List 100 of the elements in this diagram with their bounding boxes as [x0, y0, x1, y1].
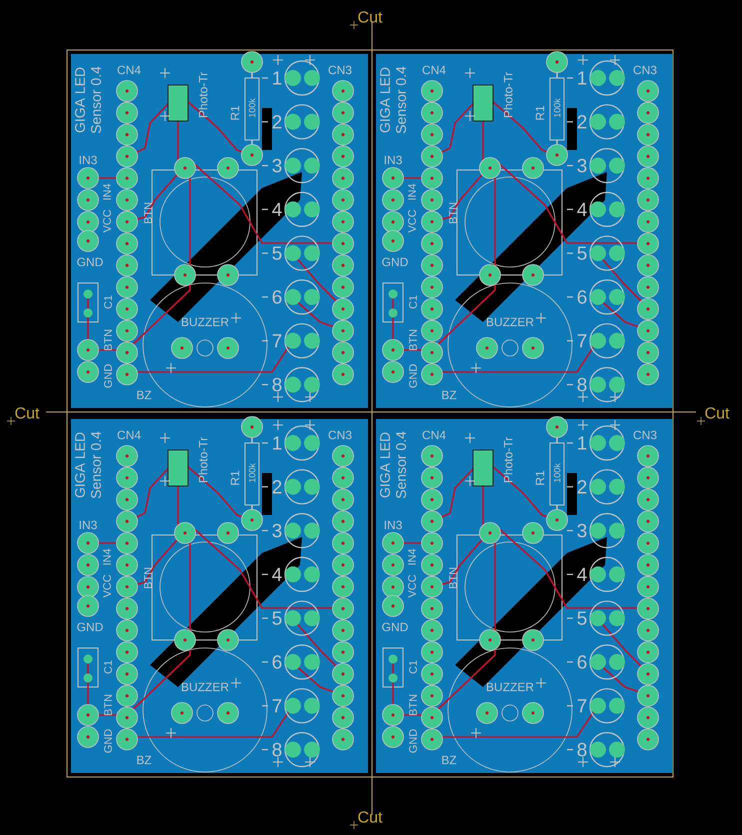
- pin-label: BTN: [144, 202, 152, 224]
- component-label: BUZZER: [487, 682, 534, 692]
- led-number: 1: [273, 436, 282, 450]
- pin-label: IN4: [408, 548, 416, 565]
- pin-label: IN3: [80, 520, 97, 530]
- led-number: 1: [578, 71, 586, 85]
- component-label: C1: [409, 296, 417, 308]
- connector-label: CN3: [328, 66, 352, 74]
- led-number: 7: [272, 699, 282, 712]
- led-number: 7: [578, 334, 586, 348]
- pin-label: BTN: [104, 694, 112, 716]
- component-label: Photo-Tr: [198, 72, 208, 118]
- cut-label: Cut: [358, 811, 382, 823]
- led-number: 3: [577, 524, 586, 538]
- component-label: Photo-Tr: [504, 72, 512, 118]
- pin-label: BTN: [409, 330, 417, 350]
- component-value: 100k: [554, 98, 560, 118]
- pin-label: IN4: [103, 548, 111, 565]
- led-number: 5: [272, 246, 282, 260]
- led-number: 1: [578, 436, 586, 450]
- led-number: 8: [272, 742, 282, 756]
- pin-label: GND: [382, 258, 408, 266]
- led-number: 1: [273, 71, 282, 85]
- led-number: 5: [272, 612, 282, 625]
- pin-label: BTN: [449, 202, 457, 224]
- led-number: 4: [577, 202, 587, 216]
- component-label: BZ: [442, 756, 456, 764]
- pin-label: IN3: [384, 156, 402, 164]
- led-number: 3: [272, 158, 282, 172]
- pin-label: GND: [409, 729, 417, 753]
- pin-label: IN4: [103, 184, 111, 200]
- component-label: R1: [230, 106, 240, 120]
- led-number: 6: [272, 290, 282, 304]
- component-label: R1: [536, 106, 544, 120]
- led-number: 2: [272, 480, 282, 494]
- board-title: GIGA LED: [75, 68, 85, 132]
- pin-label: IN4: [408, 184, 416, 200]
- led-number: 8: [272, 378, 282, 392]
- pin-label: VCC: [408, 210, 416, 233]
- pin-label: BTN: [104, 330, 112, 350]
- led-number: 2: [578, 115, 586, 128]
- cut-label: Cut: [705, 407, 730, 419]
- component-label: R1: [536, 470, 544, 485]
- component-label: C1: [409, 660, 417, 674]
- led-number: 3: [577, 158, 586, 172]
- connector-label: CN3: [634, 66, 656, 74]
- led-number: 5: [577, 246, 586, 260]
- component-label: C1: [104, 660, 112, 674]
- connector-label: CN3: [634, 430, 656, 440]
- led-number: 4: [272, 568, 282, 581]
- component-label: BUZZER: [487, 318, 534, 326]
- board-title: Sensor 0.4: [91, 66, 101, 134]
- connector-label: CN3: [328, 430, 352, 440]
- pin-label: GND: [104, 364, 112, 388]
- board-title: GIGA LED: [380, 68, 390, 132]
- led-number: 4: [272, 202, 282, 216]
- led-number: 8: [578, 742, 586, 756]
- pin-label: BTN: [144, 568, 152, 588]
- led-number: 6: [578, 655, 586, 669]
- pin-label: GND: [382, 622, 408, 632]
- board-title: Sensor 0.4: [396, 66, 406, 134]
- component-label: BUZZER: [182, 318, 228, 326]
- pin-label: IN3: [80, 156, 97, 164]
- component-label: BUZZER: [182, 682, 228, 692]
- pin-label: VCC: [103, 210, 111, 233]
- pin-label: GND: [77, 622, 103, 632]
- board-title: Sensor 0.4: [396, 432, 406, 498]
- pin-label: GND: [409, 364, 417, 388]
- component-label: BZ: [137, 390, 152, 400]
- component-label: Photo-Tr: [504, 437, 512, 482]
- board-title: Sensor 0.4: [91, 432, 101, 498]
- component-label: C1: [104, 296, 112, 308]
- pin-label: BTN: [449, 568, 457, 588]
- connector-label: CN4: [118, 66, 141, 74]
- led-number: 3: [272, 524, 282, 538]
- connector-label: CN4: [118, 430, 141, 440]
- pin-label: VCC: [103, 574, 111, 598]
- component-label: Photo-Tr: [198, 437, 208, 482]
- component-label: BZ: [442, 390, 456, 400]
- component-label: BZ: [137, 756, 152, 764]
- pin-label: VCC: [408, 574, 416, 598]
- led-number: 6: [272, 655, 282, 669]
- cut-label: Cut: [358, 11, 382, 23]
- connector-label: CN4: [422, 430, 446, 440]
- component-value: 100k: [248, 463, 256, 482]
- pin-label: GND: [104, 729, 112, 753]
- board-title: GIGA LED: [75, 432, 85, 498]
- component-value: 100k: [554, 463, 560, 482]
- led-number: 2: [578, 480, 586, 494]
- led-number: 7: [272, 334, 282, 348]
- pin-label: GND: [77, 258, 103, 266]
- pin-label: BTN: [409, 694, 417, 716]
- led-number: 7: [578, 699, 586, 712]
- connector-label: CN4: [422, 66, 446, 74]
- led-number: 4: [577, 568, 587, 581]
- board-title: GIGA LED: [380, 432, 390, 498]
- component-label: R1: [230, 470, 240, 485]
- led-number: 2: [272, 115, 282, 128]
- component-value: 100k: [248, 98, 256, 118]
- pin-label: IN3: [384, 520, 402, 530]
